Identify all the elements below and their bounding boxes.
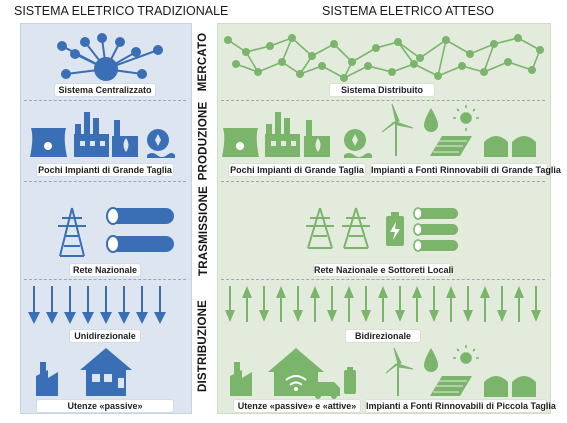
transmission-tower-icon — [58, 207, 86, 257]
pipeline-icon — [106, 207, 174, 253]
label-utenze-passive: Utenze «passive» — [37, 400, 173, 412]
hydro-plant-icon — [344, 129, 372, 158]
smart-home-icon — [268, 348, 324, 396]
header-expected: SISTEMA ELETRICO ATTESO — [322, 4, 495, 18]
label-sistema-distribuito: Sistema Distribuito — [330, 84, 434, 96]
separator — [221, 279, 545, 280]
down-arrow-icons — [28, 286, 166, 324]
label-sistema-centralizzato: Sistema Centralizzato — [55, 84, 155, 96]
nuclear-plant-icon — [30, 128, 67, 157]
label-rete-sottoreti: Rete Nazionale e Sottoreti Locali — [314, 264, 454, 276]
sun-icon — [453, 105, 479, 131]
centralized-network-icon — [57, 33, 163, 81]
hydro-plant-icon — [147, 129, 175, 158]
gas-plant-icon — [112, 120, 138, 157]
transmission-tower-icon — [306, 207, 334, 249]
bidirectional-arrow-icons — [225, 286, 541, 322]
battery-icon — [386, 212, 404, 246]
solar-panel-icon — [430, 136, 472, 156]
house-icon — [80, 348, 132, 396]
solar-panel-icon — [430, 376, 472, 396]
transmission-tower-icon — [342, 207, 370, 249]
biogas-tank-icon — [484, 136, 536, 157]
distributed-network-icon — [224, 33, 544, 83]
label-pochi-impianti-left: Pochi Impianti di Grande Taglia — [37, 164, 173, 176]
gas-plant-icon — [304, 120, 330, 157]
power-plant-icon — [74, 112, 109, 157]
sun-icon — [453, 345, 479, 364]
factory-icon — [230, 362, 252, 396]
nuclear-plant-icon — [222, 128, 259, 157]
water-drop-icon — [424, 108, 438, 132]
wind-turbine-icon — [385, 347, 414, 396]
label-unidirezionale: Unidirezionale — [70, 330, 140, 342]
separator — [221, 181, 545, 182]
pipeline-icon — [413, 207, 458, 252]
label-rinnovabili-piccola: Impianti a Fonti Rinnovabili di Piccola … — [366, 400, 556, 412]
label-pochi-impianti-right: Pochi Impianti di Grande Taglia — [229, 164, 365, 176]
biogas-tank-icon — [484, 376, 536, 397]
wind-turbine-icon — [381, 103, 414, 156]
battery-icon — [344, 367, 356, 394]
header-traditional: SISTEMA ELETRICO TRADIZIONALE — [14, 4, 229, 18]
electric-car-icon — [312, 382, 340, 399]
separator — [221, 100, 545, 101]
separator — [24, 181, 186, 182]
label-bidirezionale: Bidirezionale — [346, 330, 420, 342]
label-rete-nazionale: Rete Nazionale — [70, 264, 140, 276]
factory-icon — [36, 362, 58, 396]
label-rinnovabili-grande: Impianti a Fonti Rinnovabili di Grande T… — [371, 164, 561, 176]
separator — [24, 100, 186, 101]
power-plant-icon — [265, 112, 300, 157]
separator — [24, 279, 186, 280]
water-drop-icon — [424, 348, 438, 372]
label-utenze-passive-attive: Utenze «passive» e «attive» — [234, 400, 360, 412]
